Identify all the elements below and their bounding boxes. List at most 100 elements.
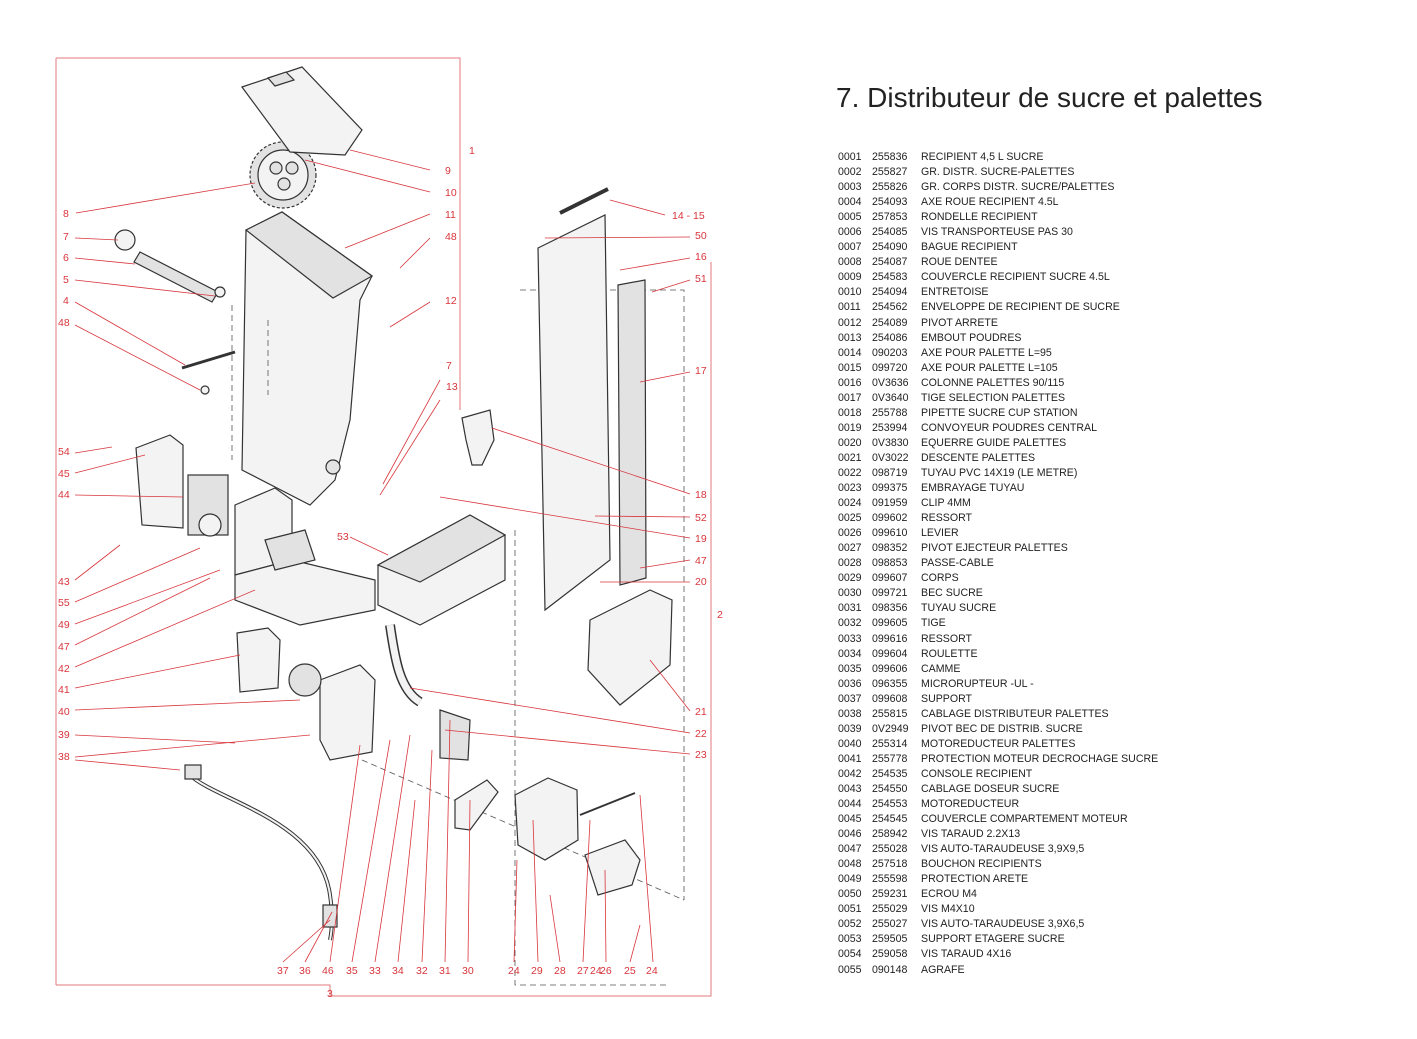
part-reference: 099604 [872, 647, 908, 660]
auger-screw [114, 229, 236, 395]
part-description: ROUE DENTEE [921, 256, 998, 269]
callout: 53 [337, 531, 349, 543]
callout: 2 [717, 609, 723, 621]
part-reference: 254093 [872, 196, 908, 209]
callout-leaders [74, 149, 691, 963]
part-description: AGRAFE [921, 963, 965, 976]
part-number: 0001 [838, 151, 862, 163]
part-reference: 255314 [872, 737, 908, 750]
part-reference: 255826 [872, 181, 908, 194]
part-number: 0037 [838, 692, 862, 705]
callout: 1 [469, 145, 475, 157]
part-description: MOTOREDUCTEUR [921, 798, 1020, 811]
part-description: RESSORT [921, 632, 973, 645]
part-description: RONDELLE RECIPIENT [921, 211, 1038, 224]
part-number: 0013 [838, 331, 862, 344]
callout: 33 [369, 965, 381, 977]
part-description: PROTECTION ARETE [921, 873, 1029, 886]
callout: 17 [695, 365, 707, 377]
part-reference: 254562 [872, 301, 908, 314]
part-description: DESCENTE PALETTES [921, 451, 1036, 464]
part-reference: 254550 [872, 782, 908, 795]
callout: 48 [445, 231, 457, 243]
part-number: 0003 [838, 181, 862, 194]
callout: 32 [416, 965, 428, 977]
part-description: TIGE [921, 617, 946, 630]
part-description: VIS AUTO-TARAUDEUSE 3,9X6,5 [921, 918, 1085, 931]
part-reference: 254089 [872, 316, 908, 329]
part-number: 0048 [838, 858, 862, 871]
part-number: 0033 [838, 632, 862, 645]
part-description: VIS M4X10 [921, 903, 975, 916]
part-description: AXE ROUE RECIPIENT 4.5L [921, 196, 1059, 209]
part-reference: 098719 [872, 466, 908, 479]
callout: 39 [58, 729, 70, 741]
callout: 6 [63, 252, 69, 264]
callout: 51 [695, 273, 707, 285]
callout: 13 [446, 381, 458, 393]
callout: 45 [58, 468, 70, 480]
part-reference: 098352 [872, 542, 908, 555]
callout: 43 [58, 576, 70, 588]
part-reference: 099605 [872, 617, 908, 630]
callout: 4 [63, 295, 69, 307]
part-number: 0020 [838, 436, 862, 449]
part-reference: 254090 [872, 241, 908, 254]
callout: 48 [58, 317, 70, 329]
part-reference: 253994 [872, 421, 908, 434]
callout: 12 [445, 295, 457, 307]
part-description: TIGE SELECTION PALETTES [921, 391, 1066, 404]
part-reference: 255778 [872, 752, 908, 765]
part-reference: 255029 [872, 903, 908, 916]
callout: 24 [590, 965, 602, 977]
part-number: 0002 [838, 166, 862, 179]
callout: 47 [695, 555, 707, 567]
part-number: 0045 [838, 813, 862, 826]
callout: 14 - 15 [672, 210, 705, 222]
part-description: EMBOUT POUDRES [921, 331, 1022, 344]
part-reference: 255027 [872, 918, 908, 931]
part-description: CABLAGE DISTRIBUTEUR PALETTES [921, 707, 1109, 720]
part-description: RESSORT [921, 512, 973, 525]
part-description: LEVIER [921, 527, 959, 540]
callout: 31 [439, 965, 451, 977]
part-number: 0004 [838, 196, 862, 209]
part-number: 0014 [838, 346, 862, 359]
part-description: COLONNE PALETTES 90/115 [921, 376, 1065, 389]
part-reference: 099375 [872, 482, 908, 495]
part-description: ENVELOPPE DE RECIPIENT DE SUCRE [921, 301, 1120, 314]
part-description: BOUCHON RECIPIENTS [921, 858, 1042, 871]
part-reference: 254087 [872, 256, 908, 269]
ejector-assembly [439, 709, 641, 896]
part-description: PIPETTE SUCRE CUP STATION [921, 406, 1078, 419]
callout: 11 [445, 209, 456, 221]
part-description: CLIP 4MM [921, 497, 971, 510]
callout: 18 [695, 489, 707, 501]
part-description: VIS TARAUD 4X16 [921, 948, 1012, 961]
callout: 3 [327, 988, 333, 1000]
part-number: 0025 [838, 512, 862, 525]
part-number: 0034 [838, 647, 862, 660]
part-number: 0053 [838, 933, 862, 946]
palette-column [537, 187, 647, 612]
part-reference: 0V3640 [872, 391, 909, 404]
part-reference: 0V2949 [872, 722, 909, 735]
